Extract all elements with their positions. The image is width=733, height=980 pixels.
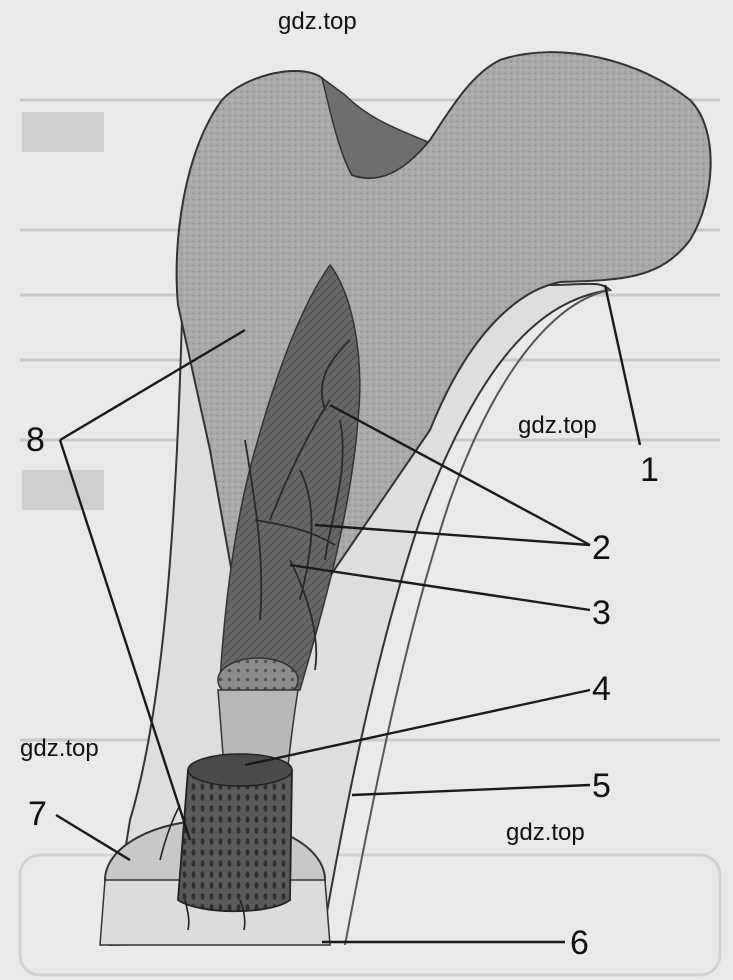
watermark-right: gdz.top [518,412,597,439]
trochanteric-fossa [320,76,430,179]
label-1: 1 [640,451,659,489]
label-6: 6 [570,924,589,962]
label-8: 8 [26,421,45,459]
mesh-top-rim [187,753,293,787]
watermark-left: gdz.top [20,735,99,762]
label-5: 5 [592,767,611,805]
label-3: 3 [592,594,611,632]
periosteum [344,289,611,946]
label-7: 7 [28,795,47,833]
leader-lines [55,284,642,944]
label-2: 2 [592,529,611,567]
label-4: 4 [592,670,611,708]
watermark-top: gdz.top [278,8,357,35]
lower-vessels [159,804,246,931]
blood-vessels [244,339,351,671]
watermark-bottom-right: gdz.top [506,819,585,846]
